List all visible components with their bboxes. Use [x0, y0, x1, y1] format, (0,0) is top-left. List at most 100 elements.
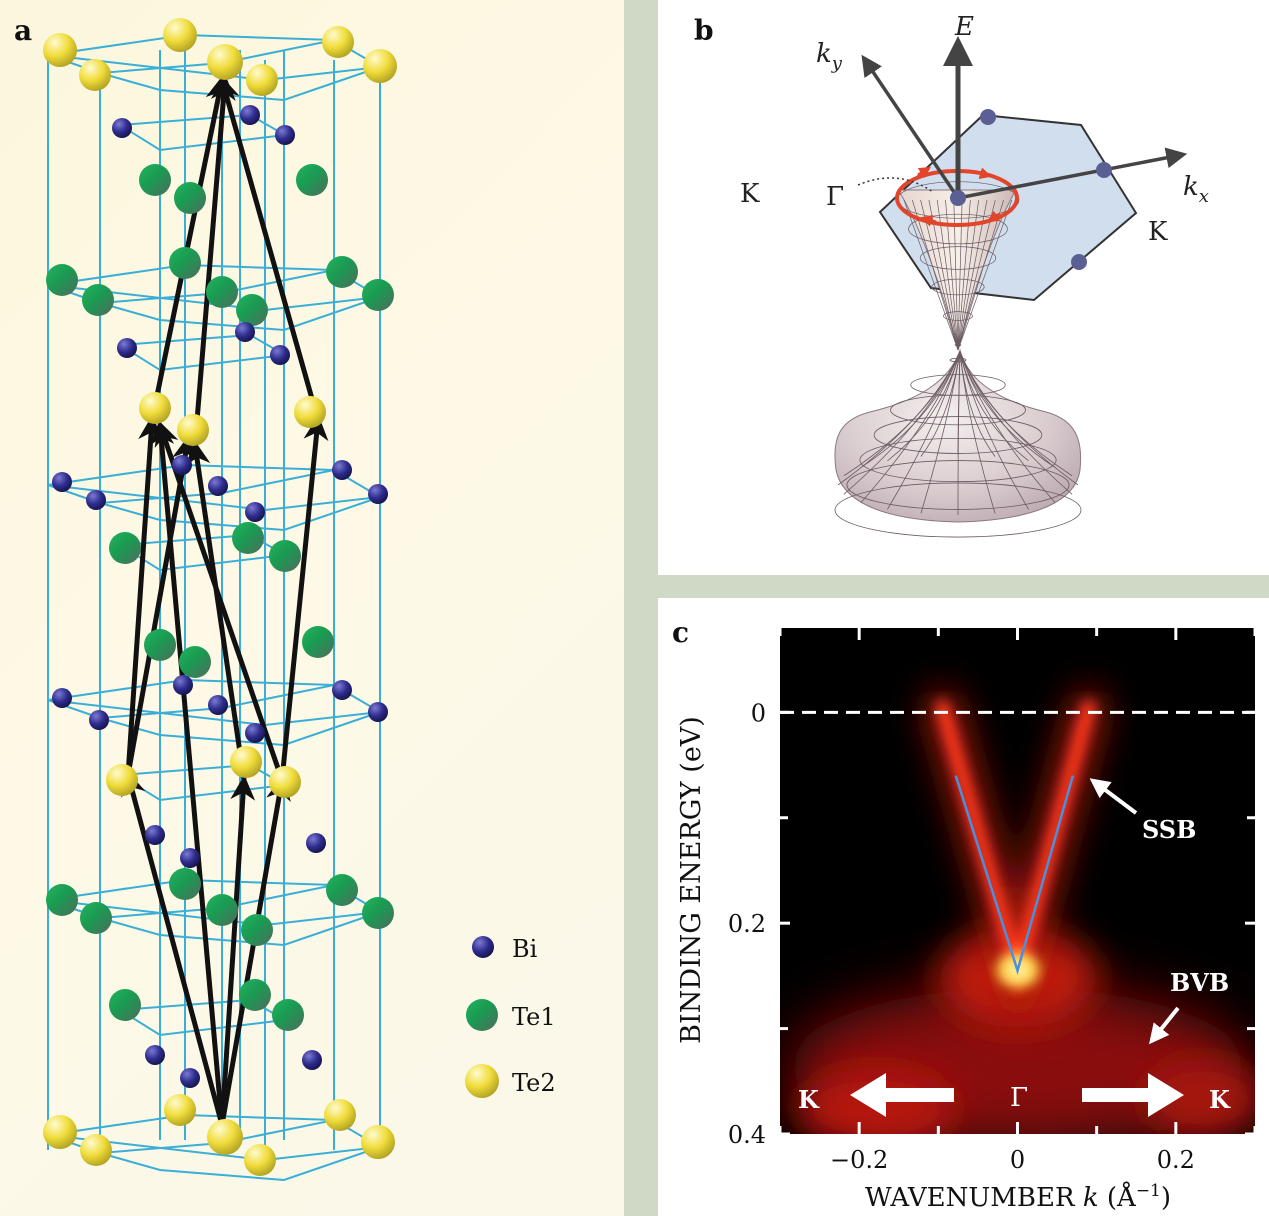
- gamma-pointer: [857, 177, 934, 193]
- ssb-annotation: SSB: [1142, 815, 1196, 844]
- te1-atom: [179, 646, 211, 678]
- lattice-plane: [99, 911, 381, 947]
- y-tick-label: 0.4: [728, 1121, 766, 1149]
- lower-cone-meridian: [843, 351, 961, 477]
- x-axis-label: WAVENUMBER k (Å−1): [865, 1181, 1171, 1213]
- translation-arrow: [219, 775, 291, 1126]
- bi-atom: [172, 455, 192, 475]
- fit-lines: [954, 775, 1075, 975]
- te1-atom: [46, 884, 78, 916]
- upper-cone-ring: [931, 278, 985, 296]
- axis-ky-label: ky: [816, 39, 843, 74]
- panel-c-label: c: [672, 616, 690, 649]
- panel-a-crystal-structure: a Bi Te1 Te2: [0, 0, 624, 1216]
- te1-atom: [269, 540, 301, 572]
- gamma-label: Γ: [826, 182, 844, 212]
- k-right-arrow-head: [1148, 1073, 1184, 1117]
- translation-arrow: [192, 75, 236, 446]
- translation-arrow: [185, 440, 247, 781]
- te2-atom: [269, 766, 301, 798]
- te1-atom: [206, 276, 238, 308]
- upper-cone-meridian: [957, 199, 1013, 351]
- bi-atom: [180, 1068, 200, 1088]
- translation-arrow: [154, 420, 285, 781]
- lower-cone-meridian: [959, 351, 1029, 462]
- legend-te1-label: Te1: [512, 1003, 556, 1031]
- te2-atom: [106, 764, 138, 796]
- te2-atom: [139, 392, 171, 424]
- legend-bi-swatch: [472, 936, 494, 958]
- te2-atom: [43, 1115, 77, 1149]
- lower-cone-meridian: [959, 351, 1073, 477]
- upper-cone-meridian: [957, 199, 1004, 351]
- te2-atom: [79, 59, 111, 91]
- bi-atom: [302, 1050, 322, 1070]
- lower-cone-meridian: [959, 351, 1056, 468]
- lower-cone-meridian: [920, 351, 961, 457]
- lower-cone-meridian: [860, 351, 961, 468]
- te1-atom: [139, 164, 171, 196]
- lattice-plane: [119, 763, 289, 802]
- te2-atom: [246, 64, 278, 96]
- te1-atom: [82, 284, 114, 316]
- panel-a-label: a: [14, 14, 33, 47]
- te1-atom: [236, 294, 268, 326]
- bi-atom: [145, 1045, 165, 1065]
- upper-cone-meridian: [911, 199, 959, 351]
- panel-b-label: b: [694, 14, 714, 47]
- y-axis-label: BINDING ENERGY (eV): [676, 716, 707, 1044]
- x-tick-label: −0.2: [830, 1146, 888, 1174]
- legend-te2-swatch: [465, 1064, 499, 1098]
- te1-atom: [174, 182, 206, 214]
- te2-atom: [294, 396, 326, 428]
- bi-atom: [270, 345, 290, 365]
- gamma-point-dot: [950, 190, 966, 206]
- translation-arrow: [219, 775, 256, 1126]
- legend-te2-label: Te2: [512, 1069, 556, 1097]
- translation-arrow: [215, 75, 321, 421]
- bi-atom: [208, 476, 228, 496]
- translation-arrow: [121, 770, 225, 1126]
- bi-atom: [208, 695, 228, 715]
- atoms: [43, 18, 397, 1176]
- translation-arrow: [149, 420, 225, 1126]
- lattice-plane: [119, 113, 289, 152]
- te1-atom: [169, 868, 201, 900]
- x-tick-label: 0.2: [1157, 1146, 1195, 1174]
- te1-atom: [239, 979, 271, 1011]
- k-left-arrow-head: [850, 1073, 886, 1117]
- te2-atom: [207, 1119, 243, 1155]
- te2-atom: [80, 1134, 112, 1166]
- bi-atom: [173, 675, 193, 695]
- te1-atom: [144, 629, 176, 661]
- te2-atom: [164, 1094, 196, 1126]
- te1-atom: [80, 902, 112, 934]
- zone-edge-dot: [1096, 162, 1112, 178]
- bi-atom: [332, 680, 352, 700]
- upper-cone-ring: [919, 246, 997, 270]
- upper-cone-meridian: [957, 199, 988, 351]
- bi-atom: [368, 702, 388, 722]
- bi-atom: [89, 710, 109, 730]
- zone-edge-dot: [1071, 254, 1087, 270]
- te2-atom: [207, 44, 243, 80]
- bi-atom: [332, 460, 352, 480]
- bi-atom: [240, 105, 260, 125]
- bi-atom: [86, 490, 106, 510]
- translation-arrows: [121, 75, 329, 1126]
- legend-te1-swatch: [466, 999, 498, 1031]
- te1-atom: [109, 989, 141, 1021]
- te2-atom: [244, 1144, 276, 1176]
- te1-atom: [206, 894, 238, 926]
- te1-atom: [362, 279, 394, 311]
- axis-kx-arrow: [957, 147, 1188, 200]
- bi-atom: [235, 322, 255, 342]
- k-left-annotation: K: [798, 1085, 820, 1114]
- legend-bi-label: Bi: [512, 935, 538, 963]
- translation-arrow: [125, 435, 197, 776]
- k-point-right-label: K: [1148, 217, 1168, 247]
- lower-cone: [834, 348, 1082, 538]
